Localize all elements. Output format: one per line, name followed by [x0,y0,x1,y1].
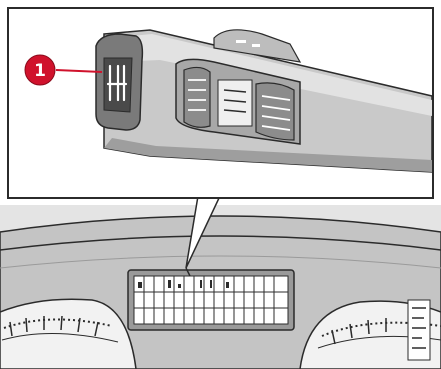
stalk-end-button [96,34,142,130]
dashboard-display [128,270,294,330]
callout-number: 1 [34,61,46,81]
dashboard [0,205,441,369]
